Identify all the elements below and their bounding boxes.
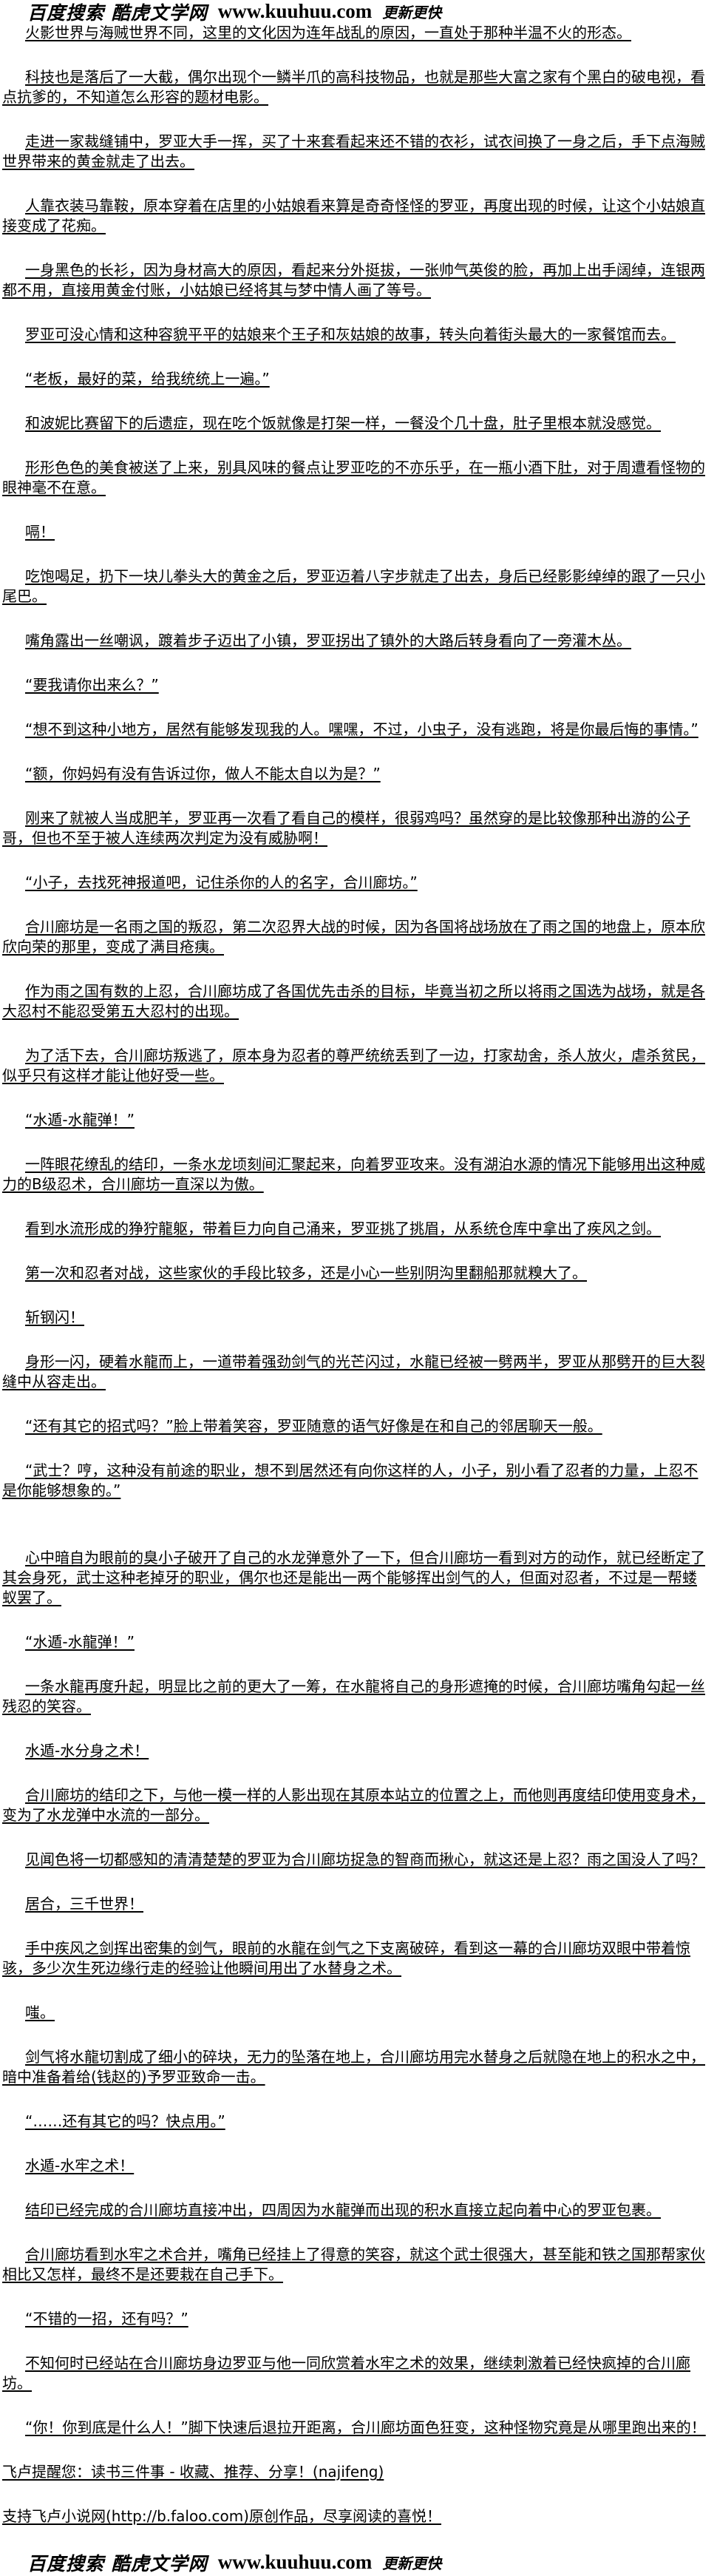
chapter-content: 火影世界与海贼世界不同，这里的文化因为连年战乱的原因，一直处于那种半温不火的形态… [0,23,717,2526]
story-paragraph: 形形色色的美食被送了上来，别具风味的餐点让罗亚吃的不亦乐乎，在一瓶小酒下肚，对于… [2,459,705,496]
story-paragraph: 嗤。 [25,2004,55,2021]
reminder-note: 飞卢提醒您：读书三件事 - 收藏、推荐、分享！(najifeng) [2,2463,384,2481]
story-paragraph: 科技也是落后了一大截，偶尔出现个一鳞半爪的高科技物品，也就是那些大富之家有个黑白… [2,68,705,106]
story-paragraph: 剑气将水龍切割成了细小的碎块，无力的坠落在地上，合川廊坊用完水替身之后就隐在地上… [2,2048,705,2086]
story-paragraph: 作为雨之国有数的上忍，合川廊坊成了各国优先击杀的目标，毕竟当初之所以将雨之国选为… [2,982,705,1020]
story-paragraph: 一身黑色的长衫，因为身材高大的原因，看起来分外挺拔，一张帅气英俊的脸，再加上出手… [2,261,705,299]
story-paragraph: 一条水龍再度升起，明显比之前的更大了一筹，在水龍将自己的身形遮掩的时候，合川廊坊… [2,1677,705,1715]
story-paragraph: “想不到这种小地方，居然有能够发现我的人。嘿嘿，不过，小虫子，没有逃跑，将是你最… [25,720,699,738]
story-paragraph: 不知何时已经站在合川廊坊身边罗亚与他一同欣赏着水牢之术的效果，继续刺激着已经快疯… [2,2354,690,2392]
story-paragraph: “要我请你出来么？” [25,676,159,694]
story-paragraph: 合川廊坊是一名雨之国的叛忍，第二次忍界大战的时候，因为各国将战场放在了雨之国的地… [2,918,705,956]
story-paragraph: 嗝！ [25,523,55,541]
story-paragraph: “还有其它的招式吗？”脸上带着笑容，罗亚随意的语气好像是在和自己的邻居聊天一般。 [25,1417,602,1435]
story-paragraph: “不错的一招，还有吗？” [25,2310,188,2327]
story-paragraph: “你！你到底是什么人！”脚下快速后退拉开距离，合川廊坊面色狂变，这种怪物究竟是从… [25,2418,706,2436]
banner-tagline: 更新更快 [382,4,442,21]
story-paragraph: 一阵眼花缭乱的结印，一条水龙顷刻间汇聚起来，向着罗亚攻来。没有湖泊水源的情况下能… [2,1155,705,1193]
story-paragraph: 水遁-水牢之术！ [25,2157,135,2174]
story-paragraph: 嘴角露出一丝嘲讽，踱着步子迈出了小镇，罗亚拐出了镇外的大路后转身看向了一旁灌木丛… [25,632,631,649]
story-paragraph: 斩钢闪！ [25,1308,84,1326]
story-paragraph: 人靠衣装马靠鞍，原本穿着在店里的小姑娘看来算是奇奇怪怪的罗亚，再度出现的时候，让… [2,197,705,234]
story-paragraph: “水遁-水龍弹！” [25,1111,135,1129]
story-paragraph: 水遁-水分身之术！ [25,1742,149,1759]
story-paragraph: “水遁-水龍弹！” [25,1633,135,1651]
story-paragraph: “……还有其它的吗？快点用。” [25,2112,225,2130]
story-paragraph: 走进一家裁缝铺中，罗亚大手一挥，买了十来套看起来还不错的衣衫，试衣间换了一身之后… [2,132,705,170]
site-banner-bottom: 百度搜索 酷虎文学网 www.kuuhuu.com 更新更快 [0,2551,717,2575]
story-paragraph: 居合，三千世界！ [25,1895,143,1913]
story-paragraph: 手中疾风之剑挥出密集的剑气，眼前的水龍在剑气之下支离破碎，看到这一幕的合川廊坊双… [2,1939,690,1977]
story-paragraph: “额，你妈妈有没有告诉过你，做人不能太自以为是？” [25,765,381,782]
story-paragraph: “小子，去找死神报道吧，记住杀你的人的名字，合川廊坊。” [25,873,418,891]
banner-url: www.kuuhuu.com [217,0,373,22]
story-paragraph: 为了活下去，合川廊坊叛逃了，原本身为忍者的尊严统统丢到了一边，打家劫舍，杀人放火… [2,1047,705,1084]
story-paragraph: 和波妮比赛留下的后遗症，现在吃个饭就像是打架一样，一餐没个几十盘，肚子里根本就没… [25,414,661,432]
story-paragraph: “老板，最好的菜，给我统统上一遍。” [25,370,270,388]
story-paragraph: 第一次和忍者对战，这些家伙的手段比较多，还是小心一些别阴沟里翻船那就糗大了。 [25,1264,587,1282]
story-paragraph: 合川廊坊的结印之下，与他一模一样的人影出现在其原本站立的位置之上，而他则再度结印… [2,1786,705,1824]
site-banner-top: 百度搜索 酷虎文学网 www.kuuhuu.com 更新更快 [0,0,717,24]
story-paragraph: 心中暗自为眼前的臭小子破开了自己的水龙弹意外了一下，但合川廊坊一看到对方的动作，… [2,1549,705,1606]
banner-search-text: 百度搜索 酷虎文学网 [27,2552,208,2575]
story-paragraph: “武士？哼，这种没有前途的职业，想不到居然还有向你这样的人，小子，别小看了忍者的… [2,1461,699,1499]
support-note: 支持飞卢小说网(http://b.faloo.com)原创作品，尽享阅读的喜悦！ [2,2507,441,2525]
story-paragraph: 罗亚可没心情和这种容貌平平的姑娘来个王子和灰姑娘的故事，转头向着街头最大的一家餐… [25,325,676,343]
story-paragraph: 火影世界与海贼世界不同，这里的文化因为连年战乱的原因，一直处于那种半温不火的形态… [25,24,631,41]
banner-tagline: 更新更快 [382,2555,442,2572]
story-paragraph: 见闻色将一切都感知的清清楚楚的罗亚为合川廊坊捉急的智商而揪心，就这还是上忍？雨之… [25,1850,705,1868]
story-paragraph: 结印已经完成的合川廊坊直接冲出，四周因为水龍弹而出现的积水直接立起向着中心的罗亚… [25,2201,661,2219]
banner-url: www.kuuhuu.com [217,2551,373,2573]
story-paragraph: 身形一闪，硬着水龍而上，一道带着强劲剑气的光芒闪过，水龍已经被一劈两半，罗亚从那… [2,1353,705,1390]
banner-search-text: 百度搜索 酷虎文学网 [27,1,208,24]
story-paragraph: 看到水流形成的狰狞龍躯，带着巨力向自己涌来，罗亚挑了挑眉，从系统仓库中拿出了疾风… [25,1220,661,1237]
story-paragraph: 吃饱喝足，扔下一块儿拳头大的黄金之后，罗亚迈着八字步就走了出去，身后已经影影绰绰… [2,567,705,605]
story-paragraph: 合川廊坊看到水牢之术合并，嘴角已经挂上了得意的笑容，就这个武士很强大，甚至能和铁… [2,2245,705,2283]
story-paragraph: 刚来了就被人当成肥羊，罗亚再一次看了看自己的模样，很弱鸡吗？虽然穿的是比较像那种… [2,809,690,847]
